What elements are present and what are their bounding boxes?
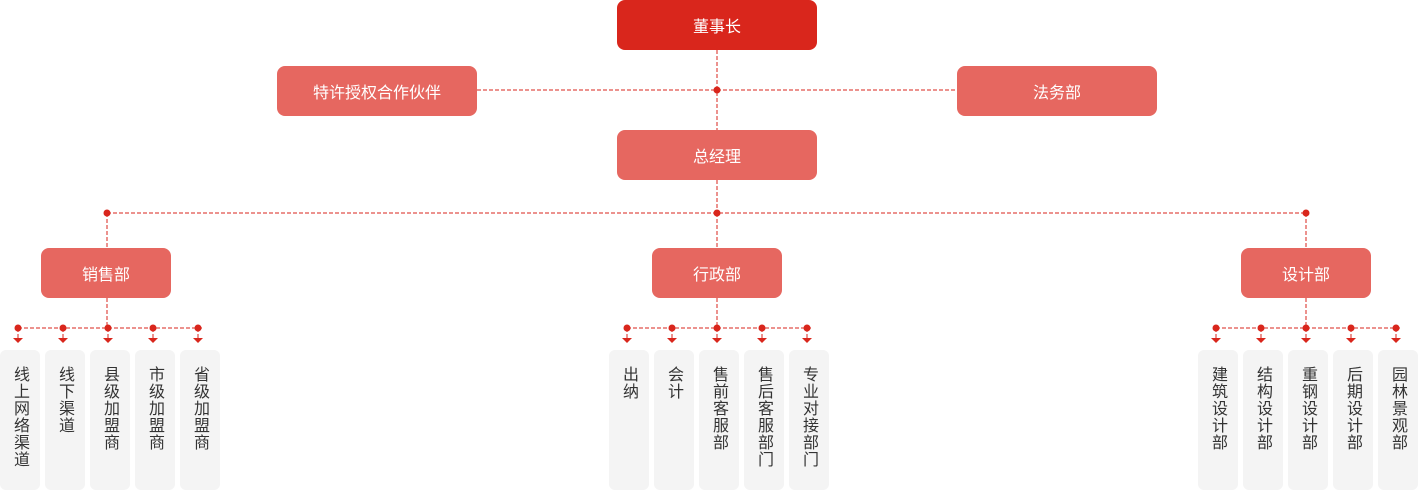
arrow-down-icon bbox=[1301, 338, 1311, 343]
node-general-manager: 总经理 bbox=[617, 130, 817, 180]
leaf-node: 市级加盟商 bbox=[135, 350, 175, 490]
arrow-down-icon bbox=[802, 338, 812, 343]
leaf-label: 后期设计部 bbox=[1344, 366, 1363, 451]
leaf-label: 省级加盟商 bbox=[191, 366, 210, 451]
arrow-down-icon bbox=[712, 338, 722, 343]
arrow-down-icon bbox=[1346, 338, 1356, 343]
leaf-label: 园林景观部 bbox=[1389, 366, 1408, 451]
node-label: 行政部 bbox=[692, 265, 741, 284]
node-label: 销售部 bbox=[81, 265, 130, 284]
leaf-label: 专业对接部门 bbox=[800, 366, 819, 468]
arrow-down-icon bbox=[1211, 338, 1221, 343]
arrow-down-icon bbox=[13, 338, 23, 343]
leaf-node: 省级加盟商 bbox=[180, 350, 220, 490]
arrow-down-icon bbox=[667, 338, 677, 343]
arrow-down-icon bbox=[58, 338, 68, 343]
leaf-node: 结构设计部 bbox=[1243, 350, 1283, 490]
leaf-label: 会计 bbox=[665, 366, 684, 400]
leaf-label: 重钢设计部 bbox=[1299, 366, 1318, 451]
leaf-node: 线上网络渠道 bbox=[0, 350, 40, 490]
node-legal: 法务部 bbox=[957, 66, 1157, 116]
leaf-node: 售后客服部门 bbox=[744, 350, 784, 490]
leaf-label: 售后客服部门 bbox=[755, 366, 774, 468]
leaf-label: 线下渠道 bbox=[56, 366, 75, 434]
leaf-label: 县级加盟商 bbox=[101, 366, 120, 451]
node-design-dept: 设计部 bbox=[1241, 248, 1371, 298]
node-label: 总经理 bbox=[692, 147, 741, 166]
node-label: 法务部 bbox=[1032, 83, 1081, 102]
leaf-node: 园林景观部 bbox=[1378, 350, 1418, 490]
node-label: 特许授权合作伙伴 bbox=[312, 83, 441, 102]
leaf-label: 结构设计部 bbox=[1254, 366, 1273, 451]
leaf-node: 专业对接部门 bbox=[789, 350, 829, 490]
node-franchise: 特许授权合作伙伴 bbox=[277, 66, 477, 116]
node-label: 董事长 bbox=[692, 17, 741, 36]
leaf-node: 重钢设计部 bbox=[1288, 350, 1328, 490]
leaf-node: 县级加盟商 bbox=[90, 350, 130, 490]
leaf-label: 市级加盟商 bbox=[146, 366, 165, 451]
leaf-node: 售前客服部 bbox=[699, 350, 739, 490]
node-label: 设计部 bbox=[1281, 265, 1330, 284]
node-admin-dept: 行政部 bbox=[652, 248, 782, 298]
leaf-node: 后期设计部 bbox=[1333, 350, 1373, 490]
leaf-label: 售前客服部 bbox=[710, 366, 729, 451]
arrow-down-icon bbox=[148, 338, 158, 343]
leaf-label: 线上网络渠道 bbox=[11, 366, 30, 468]
arrow-down-icon bbox=[103, 338, 113, 343]
leaf-label: 出纳 bbox=[620, 366, 639, 400]
arrow-down-icon bbox=[622, 338, 632, 343]
node-chairman: 董事长 bbox=[617, 0, 817, 50]
leaf-node: 会计 bbox=[654, 350, 694, 490]
leaf-label: 建筑设计部 bbox=[1209, 366, 1228, 451]
junction-dot bbox=[713, 86, 721, 94]
leaf-node: 出纳 bbox=[609, 350, 649, 490]
arrow-down-icon bbox=[1391, 338, 1401, 343]
leaf-node: 建筑设计部 bbox=[1198, 350, 1238, 490]
arrow-down-icon bbox=[193, 338, 203, 343]
arrow-down-icon bbox=[1256, 338, 1266, 343]
arrow-down-icon bbox=[757, 338, 767, 343]
leaf-node: 线下渠道 bbox=[45, 350, 85, 490]
node-sales-dept: 销售部 bbox=[41, 248, 171, 298]
